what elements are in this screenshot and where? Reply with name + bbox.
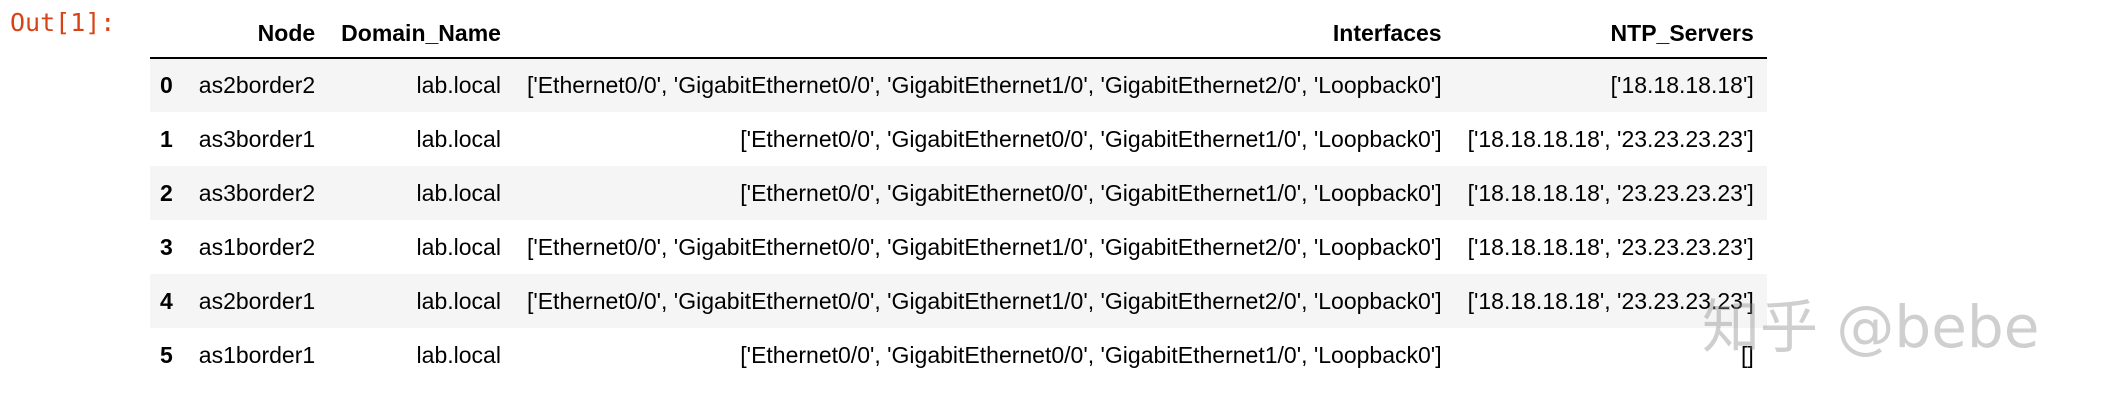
cell-interfaces: ['Ethernet0/0', 'GigabitEthernet0/0', 'G… [740, 125, 1442, 152]
cell-node: as2border2 [198, 72, 316, 98]
output-prompt: Out[1]: [10, 8, 116, 37]
column-header-interfaces: Interfaces [513, 8, 1455, 59]
table-row: 2 as3border2 lab.local ['Ethernet0/0', '… [150, 166, 1767, 220]
cell-ntp-servers: ['18.18.18.18', '23.23.23.23'] [1467, 233, 1754, 260]
cell-node: as3border1 [198, 125, 316, 152]
row-index: 2 [160, 179, 173, 206]
cell-interfaces: ['Ethernet0/0', 'GigabitEthernet0/0', 'G… [526, 287, 1442, 314]
cell-ntp-servers: ['18.18.18.18', '23.23.23.23'] [1467, 287, 1754, 314]
cell-domain-name: lab.local [416, 72, 501, 98]
cell-interfaces: ['Ethernet0/0', 'GigabitEthernet0/0', 'G… [740, 341, 1442, 368]
dataframe-table: Node Domain_Name Interfaces NTP_Servers … [150, 8, 1767, 382]
table-row: 0 as2border2 lab.local ['Ethernet0/0', '… [150, 58, 1767, 112]
cell-domain-name: lab.local [416, 179, 501, 206]
cell-domain-name: lab.local [416, 287, 501, 314]
cell-ntp-servers: ['18.18.18.18'] [1610, 72, 1754, 98]
column-header-ntp-servers: NTP_Servers [1454, 8, 1767, 59]
cell-node: as2border1 [198, 287, 316, 314]
table-row: 3 as1border2 lab.local ['Ethernet0/0', '… [150, 220, 1767, 274]
index-header [150, 8, 186, 59]
column-header-node: Node [185, 8, 329, 59]
cell-interfaces: ['Ethernet0/0', 'GigabitEthernet0/0', 'G… [526, 233, 1442, 260]
cell-domain-name: lab.local [416, 233, 501, 260]
cell-ntp-servers: ['18.18.18.18', '23.23.23.23'] [1467, 179, 1754, 206]
column-header-domain-name: Domain_Name [328, 8, 514, 59]
cell-interfaces: ['Ethernet0/0', 'GigabitEthernet0/0', 'G… [740, 179, 1442, 206]
cell-ntp-servers: [] [1740, 341, 1754, 368]
cell-domain-name: lab.local [416, 341, 501, 368]
cell-ntp-servers: ['18.18.18.18', '23.23.23.23'] [1467, 125, 1754, 152]
table-header-row: Node Domain_Name Interfaces NTP_Servers [150, 8, 1767, 59]
row-index: 5 [160, 341, 173, 368]
cell-node: as1border1 [198, 341, 316, 368]
row-index: 4 [160, 287, 173, 314]
cell-node: as3border2 [198, 179, 316, 206]
cell-interfaces: ['Ethernet0/0', 'GigabitEthernet0/0', 'G… [526, 72, 1442, 98]
row-index: 1 [160, 125, 173, 152]
row-index: 3 [160, 233, 173, 260]
table-row: 4 as2border1 lab.local ['Ethernet0/0', '… [150, 274, 1767, 328]
table-row: 1 as3border1 lab.local ['Ethernet0/0', '… [150, 112, 1767, 166]
table-row: 5 as1border1 lab.local ['Ethernet0/0', '… [150, 328, 1767, 382]
cell-domain-name: lab.local [416, 125, 501, 152]
row-index: 0 [160, 72, 173, 98]
dataframe-output: Node Domain_Name Interfaces NTP_Servers … [150, 8, 1767, 382]
cell-node: as1border2 [198, 233, 316, 260]
